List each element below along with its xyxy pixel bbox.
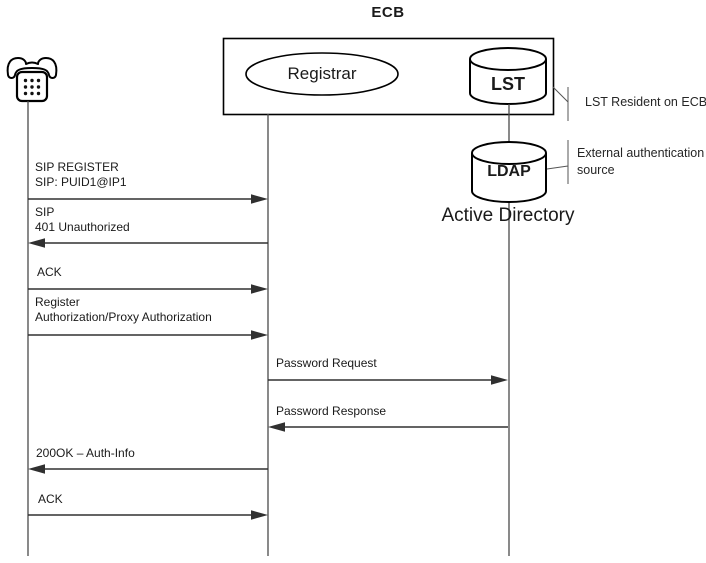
external-auth-note-line2: source	[577, 163, 615, 177]
telephone-icon	[6, 57, 58, 103]
message-line: SIP	[35, 205, 55, 219]
message-line: SIP REGISTER	[35, 160, 119, 174]
lst-resident-note: LST Resident on ECB	[585, 95, 706, 109]
ecb-title: ECB	[371, 4, 405, 21]
message-ack-1: ACK	[37, 265, 62, 279]
message-200ok-auth-info: 200OK – Auth-Info	[36, 446, 135, 460]
active-directory-label: Active Directory	[441, 205, 575, 226]
arrow-password-response	[268, 422, 508, 432]
message-sip-register: SIP REGISTER SIP: PUID1@IP1	[35, 160, 127, 190]
message-register-authorization: Register Authorization/Proxy Authorizati…	[35, 295, 212, 325]
ldap-label: LDAP	[487, 163, 531, 180]
ldap-note-leader	[546, 140, 569, 184]
message-line: Register	[35, 295, 80, 309]
message-arrows	[28, 194, 508, 520]
ldap-cylinder	[471, 141, 547, 203]
message-password-response: Password Response	[276, 404, 387, 418]
lst-label: LST	[491, 74, 525, 94]
external-auth-note: External authentication source	[577, 145, 704, 179]
arrow-ack-2	[28, 510, 268, 520]
arrow-401-unauthorized	[28, 238, 268, 248]
lst-cylinder	[469, 47, 547, 105]
arrow-sip-register	[28, 194, 268, 204]
arrow-register-authorization	[28, 330, 268, 340]
registrar-ellipse	[245, 52, 399, 96]
keypad-dots	[23, 78, 41, 96]
arrow-ack-1	[28, 284, 268, 294]
message-line: 401 Unauthorized	[35, 220, 130, 234]
registrar-label: Registrar	[287, 64, 357, 83]
message-ack-2: ACK	[38, 492, 63, 506]
message-password-request: Password Request	[276, 356, 377, 370]
arrow-200ok-auth-info	[28, 464, 268, 474]
arrow-password-request	[268, 375, 508, 385]
message-401-unauthorized: SIP 401 Unauthorized	[35, 205, 130, 235]
message-line: SIP: PUID1@IP1	[35, 175, 127, 189]
lst-note-leader	[552, 86, 569, 121]
external-auth-note-line1: External authentication	[577, 146, 705, 160]
message-line: Authorization/Proxy Authorization	[35, 310, 212, 324]
